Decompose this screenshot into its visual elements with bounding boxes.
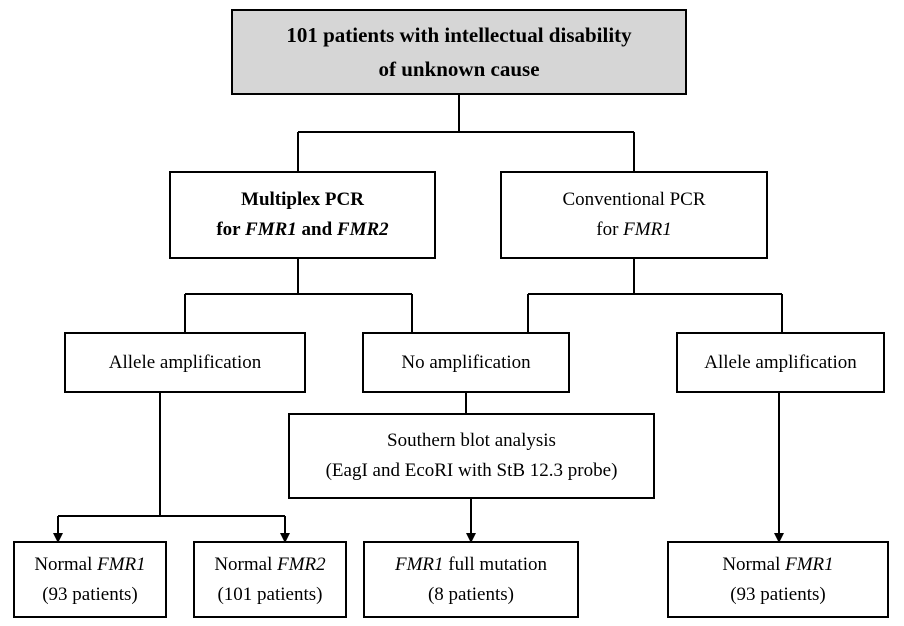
conventional-pcr-box: Conventional PCR for FMR1 bbox=[500, 171, 768, 259]
outcome-label: Normal FMR1 bbox=[34, 550, 145, 580]
outcome-label: Normal FMR1 bbox=[722, 550, 833, 580]
multiplex-pcr-box: Multiplex PCR for FMR1 and FMR2 bbox=[169, 171, 436, 259]
full-mutation-text: full mutation bbox=[443, 553, 547, 575]
allele-amplification-left-box: Allele amplification bbox=[64, 332, 306, 393]
outcome-normal-fmr2: Normal FMR2 (101 patients) bbox=[193, 541, 347, 618]
conventional-line2: for FMR1 bbox=[596, 215, 671, 245]
gene-fmr2: FMR2 bbox=[336, 219, 389, 240]
gene-fmr1: FMR1 bbox=[395, 553, 444, 575]
southern-line2: (EagI and EcoRI with StB 12.3 probe) bbox=[325, 460, 618, 481]
multiplex-connector bbox=[184, 258, 413, 333]
normal-text: Normal bbox=[34, 553, 98, 575]
outcome-fmr1-full-mutation: FMR1 full mutation (8 patients) bbox=[363, 541, 579, 618]
outcome-normal-fmr1-right: Normal FMR1 (93 patients) bbox=[667, 541, 889, 618]
normal-text: Normal bbox=[722, 553, 786, 575]
allele-right-label: Allele amplification bbox=[704, 351, 857, 373]
normal-text: Normal bbox=[214, 553, 278, 575]
root-box: 101 patients with intellectual disabilit… bbox=[231, 9, 687, 95]
multiplex-line2: for FMR1 and FMR2 bbox=[216, 215, 388, 245]
conventional-for-text: for bbox=[596, 219, 624, 240]
outcome-count: (93 patients) bbox=[42, 583, 138, 605]
gene-fmr2: FMR2 bbox=[277, 553, 326, 575]
gene-fmr1: FMR1 bbox=[623, 219, 672, 240]
outcome-label: FMR1 full mutation bbox=[395, 550, 547, 580]
root-line1: 101 patients with intellectual disabilit… bbox=[286, 23, 632, 47]
gene-fmr1: FMR1 bbox=[97, 553, 146, 575]
multiplex-and-text: and bbox=[296, 219, 337, 240]
gene-fmr1: FMR1 bbox=[785, 553, 834, 575]
root-connector bbox=[297, 94, 635, 172]
no-amplification-box: No amplification bbox=[362, 332, 570, 393]
multiplex-for-text: for bbox=[216, 219, 246, 240]
conventional-connector bbox=[527, 258, 783, 333]
multiplex-line1: Multiplex PCR bbox=[241, 189, 364, 210]
outcome-label: Normal FMR2 bbox=[214, 550, 325, 580]
allele-left-connector bbox=[58, 392, 285, 517]
outcome-normal-fmr1-left: Normal FMR1 (93 patients) bbox=[13, 541, 167, 618]
southern-line1: Southern blot analysis bbox=[387, 430, 556, 451]
no-amp-label: No amplification bbox=[401, 351, 531, 373]
root-line2: of unknown cause bbox=[378, 57, 540, 81]
southern-blot-box: Southern blot analysis (EagI and EcoRI w… bbox=[288, 413, 655, 499]
gene-fmr1: FMR1 bbox=[245, 219, 297, 240]
allele-amplification-right-box: Allele amplification bbox=[676, 332, 885, 393]
allele-left-label: Allele amplification bbox=[108, 351, 262, 373]
conventional-line1: Conventional PCR bbox=[562, 189, 706, 210]
outcome-count: (101 patients) bbox=[217, 583, 323, 605]
outcome-count: (8 patients) bbox=[427, 583, 514, 605]
outcome-count: (93 patients) bbox=[730, 583, 826, 605]
